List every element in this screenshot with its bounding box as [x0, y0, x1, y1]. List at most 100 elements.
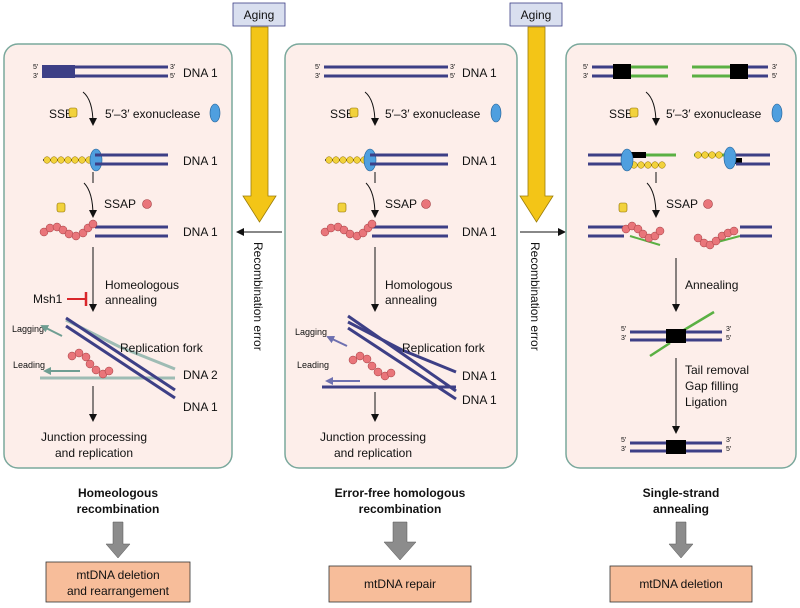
junction-label-1: Junction processing	[41, 430, 147, 444]
aging-box-left	[232, 2, 286, 27]
dna1-strand	[347, 314, 457, 393]
ssb-icon	[56, 202, 66, 213]
rec-error-label-left: Recombination error	[251, 242, 265, 351]
ssap-filament	[693, 226, 739, 250]
ssb-label: SSB	[609, 107, 633, 121]
outcome-arrow-2	[383, 521, 417, 561]
lagging-label: Lagging	[12, 324, 44, 334]
lagging-arrow	[326, 335, 348, 347]
caption-1-line-2: recombination	[77, 502, 160, 516]
junction-label-1: Junction processing	[320, 430, 426, 444]
end-5-annealed: 5′	[621, 326, 627, 333]
exonuclease-on-dna	[620, 148, 634, 172]
repeat-block	[666, 329, 686, 343]
green-flap	[683, 310, 715, 332]
outcome-box-2	[328, 565, 472, 603]
ssap-filament	[621, 221, 665, 243]
end-3-final-right: 3′	[726, 437, 732, 444]
outcome-arrow-3	[668, 521, 694, 559]
ssb-beads	[694, 151, 723, 159]
step-ligation: Ligation	[685, 395, 727, 409]
rec-error-label-right: Recombination error	[528, 242, 542, 351]
dna1-label-d: DNA 1	[183, 400, 218, 414]
dna2-strand	[119, 345, 176, 371]
end-5-right: 5′	[772, 73, 778, 80]
exonuclease-on-dna	[363, 148, 377, 172]
repeat-block	[628, 152, 646, 158]
repeat-block	[666, 440, 686, 454]
aging-box-right	[509, 2, 563, 27]
end-3-top-right: 3′	[170, 64, 176, 71]
caption-1-line-1: Homeologous	[78, 486, 158, 500]
ssap-filament	[67, 348, 114, 379]
leading-label: Leading	[297, 360, 329, 370]
step-tail-removal: Tail removal	[685, 363, 749, 377]
exonuclease-icon	[490, 103, 502, 123]
end-5-annealed-right: 5′	[726, 335, 732, 342]
dna1-label: DNA 1	[183, 66, 218, 80]
outcome-1-line-2: and rearrangement	[67, 584, 170, 598]
end-3-final: 3′	[621, 446, 627, 453]
repeat-block	[613, 64, 631, 79]
outcome-arrow-1	[105, 521, 131, 559]
curved-arrow	[646, 182, 660, 218]
dna1-label-b: DNA 1	[462, 154, 497, 168]
dna1-strand	[65, 316, 176, 392]
ssap-icon	[703, 199, 713, 209]
exonuclease-label: 5′–3′ exonuclease	[105, 107, 201, 121]
caption-2-line-2: recombination	[359, 502, 442, 516]
panel-1-box	[3, 43, 233, 469]
ssap-icon	[421, 199, 431, 209]
ssb-label: SSB	[49, 107, 73, 121]
green-flap	[649, 341, 671, 358]
ssap-filament	[39, 219, 98, 241]
end-3-left: 3′	[583, 73, 589, 80]
ssb-icon	[618, 202, 628, 213]
curved-arrow	[365, 182, 379, 218]
exonuclease-label: 5′–3′ exonuclease	[385, 107, 481, 121]
ssap-label: SSAP	[666, 197, 698, 211]
green-tail	[629, 235, 661, 246]
panel-homeologous: 5′ 3′ 3′ 5′ DNA 1 SSB 5′–3′ exonuclease …	[3, 43, 233, 469]
outcome-3-label: mtDNA deletion	[639, 577, 722, 591]
end-5-final-right: 5′	[726, 446, 732, 453]
fork-label: Replication fork	[120, 341, 204, 355]
end-3-top-left: 3′	[33, 73, 39, 80]
end-3-annealed: 3′	[621, 335, 627, 342]
end-5-top: 5′	[315, 64, 321, 71]
panel-error-free-homologous: 5′ 3′ 3′ 5′ DNA 1 SSB 5′–3′ exonuclease …	[284, 43, 518, 469]
dna1-label-c: DNA 1	[183, 225, 218, 239]
end-5-left: 5′	[583, 64, 589, 71]
outcome-2-label: mtDNA repair	[364, 577, 436, 591]
ssap-label: SSAP	[104, 197, 136, 211]
caption-3-line-2: annealing	[653, 502, 709, 516]
exonuclease-label: 5′–3′ exonuclease	[666, 107, 762, 121]
annealing-label: Annealing	[685, 278, 738, 292]
msh1-label: Msh1	[33, 292, 63, 306]
ssap-icon	[142, 199, 152, 209]
junction-label-2: and replication	[334, 446, 412, 460]
dna1-strand	[347, 326, 457, 401]
end-5-top-right: 5′	[170, 73, 176, 80]
dna1-strand	[401, 348, 457, 374]
end-5-top-right: 5′	[450, 73, 456, 80]
dna1-label: DNA 1	[462, 66, 497, 80]
aging-arrow-left	[242, 26, 277, 223]
curved-arrow	[83, 182, 97, 218]
exonuclease-icon	[771, 103, 783, 123]
dna2-label: DNA 2	[183, 368, 218, 382]
ssap-filament	[348, 351, 396, 381]
outcome-box-1	[45, 561, 191, 603]
ssb-icon	[349, 107, 359, 118]
ssap-filament	[320, 219, 377, 241]
ssb-label: SSB	[330, 107, 354, 121]
annealing-label-2: annealing	[385, 293, 437, 307]
exonuclease-icon	[209, 103, 221, 123]
lagging-arrow	[40, 325, 63, 337]
aging-label-left: Aging	[244, 8, 275, 22]
exonuclease-on-dna	[723, 146, 737, 170]
panel-3-box	[565, 43, 797, 469]
annealing-label-1: Homologous	[385, 278, 452, 292]
caption-3-line-1: Single-strand	[643, 486, 720, 500]
